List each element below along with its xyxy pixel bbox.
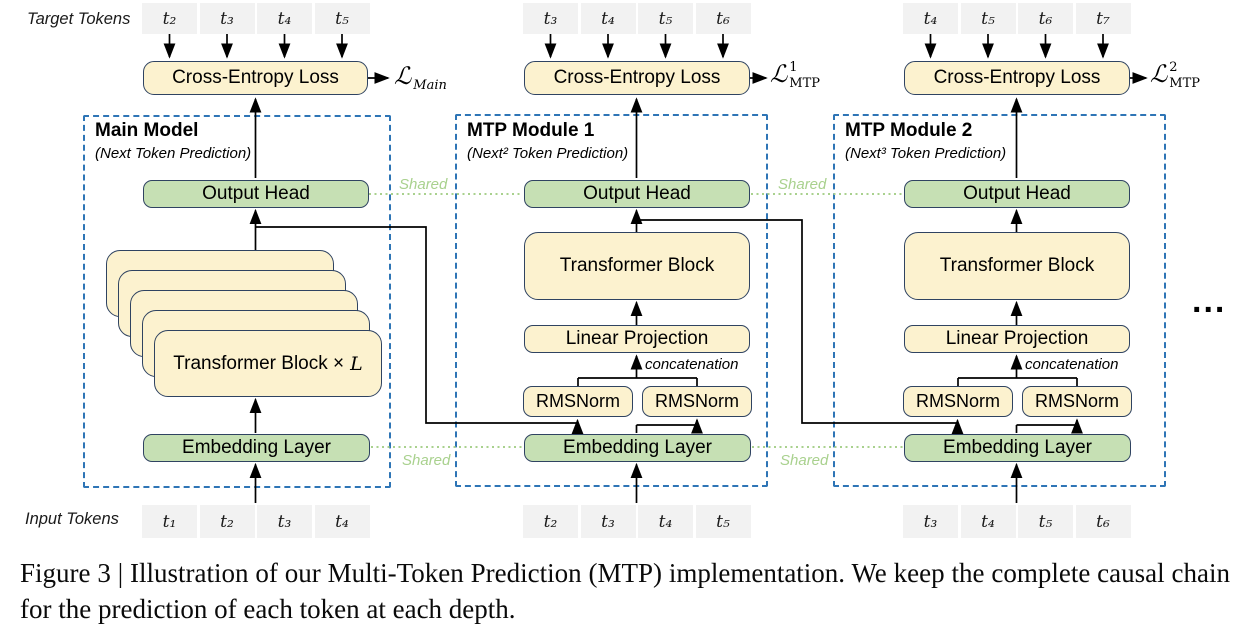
input-token: t₃ <box>580 505 636 538</box>
target-tokens-label: Target Tokens <box>27 10 131 28</box>
target-token-arrows <box>163 34 1109 59</box>
script-L: ℒ <box>1150 60 1168 88</box>
module-title-mtp1: MTP Module 1 <box>467 120 595 141</box>
module-subtitle-mtp2: (Next³ Token Prediction) <box>845 145 1007 162</box>
input-token: t₂ <box>199 505 255 538</box>
figure-caption: Figure 3 | Illustration of our Multi-Tok… <box>20 558 1230 624</box>
script-L: ℒ <box>394 62 412 90</box>
script-L: ℒ <box>770 60 788 88</box>
shared-label-embedding-1: Shared <box>402 452 451 469</box>
embedding-layer-box-mtp2: Embedding Layer <box>904 434 1131 462</box>
loss-subscript: MTP <box>789 76 821 91</box>
module-title-main: Main Model <box>95 120 199 141</box>
input-tokens-label: Input Tokens <box>25 510 119 528</box>
rmsnorm-left-box-mtp2: RMSNorm <box>903 386 1013 417</box>
target-token: t₅ <box>314 3 370 34</box>
target-token: t₅ <box>960 3 1016 34</box>
input-token: t₁ <box>142 505 197 538</box>
cross-entropy-box-main: Cross-Entropy Loss <box>143 61 368 95</box>
input-token: t₆ <box>1075 505 1131 538</box>
target-token: t₅ <box>638 3 693 34</box>
target-token: t₃ <box>523 3 578 34</box>
rmsnorm-right-box-mtp2: RMSNorm <box>1022 386 1132 417</box>
module-title-mtp2: MTP Module 2 <box>845 120 973 141</box>
loss-superscript: 1 <box>789 60 798 75</box>
input-token: t₄ <box>314 505 370 538</box>
module-subtitle-mtp1: (Next² Token Prediction) <box>467 145 629 162</box>
cross-entropy-box-mtp2: Cross-Entropy Loss <box>904 61 1130 95</box>
linear-projection-box-mtp2: Linear Projection <box>904 325 1130 353</box>
transformer-stack-var: L <box>350 352 363 375</box>
loss-subscript: MTP <box>1169 76 1201 91</box>
transformer-stack-label: Transformer Block × <box>173 352 345 374</box>
output-head-box-mtp1: Output Head <box>524 180 750 208</box>
loss-superscript <box>413 63 447 77</box>
input-token: t₅ <box>1018 505 1073 538</box>
input-token: t₅ <box>695 505 751 538</box>
transformer-block-box-mtp1: Transformer Block <box>524 232 750 300</box>
target-token: t₂ <box>142 3 197 34</box>
loss-superscript: 2 <box>1169 60 1178 75</box>
module-border-mtp2 <box>833 114 1166 487</box>
transformer-block-box-mtp2: Transformer Block <box>904 232 1130 300</box>
concatenation-label-mtp1: concatenation <box>645 356 739 373</box>
module-border-mtp1 <box>455 114 768 487</box>
target-token: t₇ <box>1075 3 1131 34</box>
target-token: t₄ <box>257 3 312 34</box>
rmsnorm-left-box-mtp1: RMSNorm <box>523 386 633 417</box>
rmsnorm-right-box-mtp1: RMSNorm <box>642 386 752 417</box>
input-token: t₃ <box>903 505 958 538</box>
more-modules-ellipsis: ... <box>1192 282 1227 320</box>
input-token: t₄ <box>960 505 1016 538</box>
target-token: t₄ <box>580 3 636 34</box>
transformer-stack-front-box: Transformer Block × L <box>154 330 382 397</box>
output-head-box-main: Output Head <box>143 180 369 208</box>
output-head-box-mtp2: Output Head <box>904 180 1130 208</box>
embedding-layer-box-main: Embedding Layer <box>143 434 370 462</box>
target-token: t₄ <box>903 3 958 34</box>
target-token: t₆ <box>695 3 751 34</box>
concatenation-label-mtp2: concatenation <box>1025 356 1119 373</box>
shared-label-embedding-2: Shared <box>780 452 829 469</box>
module-subtitle-main: (Next Token Prediction) <box>95 145 252 162</box>
target-token: t₃ <box>199 3 255 34</box>
shared-label-output-head-2: Shared <box>778 176 827 193</box>
loss-label-main: ℒ Main <box>394 62 447 93</box>
embedding-layer-box-mtp1: Embedding Layer <box>524 434 751 462</box>
input-token: t₃ <box>257 505 312 538</box>
target-token: t₆ <box>1018 3 1073 34</box>
cross-entropy-box-mtp1: Cross-Entropy Loss <box>524 61 750 95</box>
shared-label-output-head-1: Shared <box>399 176 448 193</box>
input-token: t₂ <box>523 505 578 538</box>
input-token: t₄ <box>638 505 693 538</box>
loss-subscript: Main <box>413 78 447 93</box>
linear-projection-box-mtp1: Linear Projection <box>524 325 750 353</box>
